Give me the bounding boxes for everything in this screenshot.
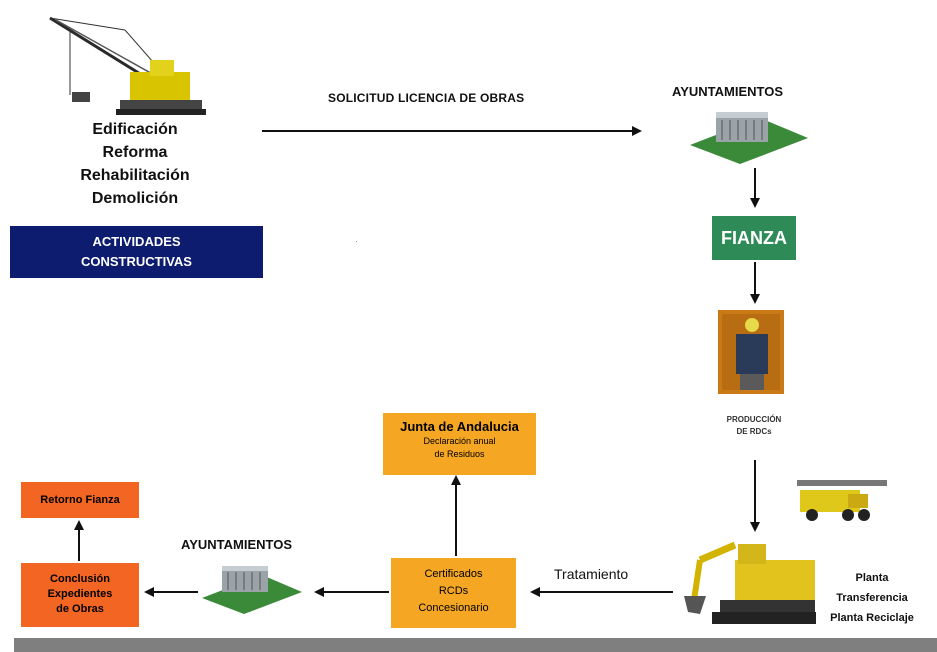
dump-truck-icon: [797, 480, 887, 521]
fianza-box: FIANZA: [712, 216, 796, 260]
junta-box: Junta de Andalucia Declaración anual de …: [383, 413, 536, 475]
solicitud-label: SOLICITUD LICENCIA DE OBRAS: [328, 91, 525, 105]
junta-title: Junta de Andalucia: [400, 419, 519, 434]
activities-box-line: CONSTRUCTIVAS: [81, 254, 192, 269]
certificados-box: Certificados RCDs Concesionario: [391, 558, 516, 628]
conclusion-line: Conclusión: [50, 573, 110, 585]
excavator-icon: [684, 541, 816, 624]
junta-sub: de Residuos: [434, 449, 485, 459]
town-hall-building-icon: [202, 566, 302, 614]
plant-label: Transferencia: [836, 592, 908, 604]
cert-line: Concesionario: [418, 602, 489, 614]
conclusion-box: Conclusión Expedientes de Obras: [21, 563, 139, 627]
cert-line: Certificados: [424, 568, 483, 580]
conclusion-line: Expedientes: [47, 588, 113, 600]
construction-worker-icon: [718, 310, 784, 394]
activities-list: Edificación Reforma Rehabilitación Demol…: [40, 118, 230, 210]
produccion-line: DE RDCs: [736, 427, 772, 436]
plant-label: Planta Reciclaje: [830, 612, 914, 624]
plant-label: Planta: [855, 572, 889, 584]
activity-item: Edificación: [92, 121, 178, 138]
dragline-excavator-icon: [49, 16, 206, 115]
retorno-fianza-box: Retorno Fianza: [21, 482, 139, 518]
activity-item: Reforma: [102, 144, 168, 161]
junta-sub: Declaración anual: [423, 436, 496, 446]
produccion-label: PRODUCCIÓN DE RDCs: [712, 414, 796, 438]
svg-text:·: ·: [355, 237, 358, 246]
ayuntamientos-bottom-label: AYUNTAMIENTOS: [181, 537, 292, 552]
tratamiento-label: Tratamiento: [554, 566, 629, 582]
conclusion-line: de Obras: [56, 603, 104, 615]
plant-labels: Planta Transferencia Planta Reciclaje: [812, 568, 932, 628]
town-hall-building-icon: [690, 112, 808, 164]
ayuntamientos-top-label: AYUNTAMIENTOS: [672, 84, 783, 99]
activities-box: ACTIVIDADES CONSTRUCTIVAS: [10, 226, 263, 278]
activity-item: Demolición: [91, 190, 179, 207]
produccion-line: PRODUCCIÓN: [726, 415, 782, 424]
bottom-bar: [14, 638, 937, 652]
activity-item: Rehabilitación: [80, 167, 190, 184]
cert-line: RCDs: [438, 585, 469, 597]
activities-box-line: ACTIVIDADES: [92, 234, 181, 249]
